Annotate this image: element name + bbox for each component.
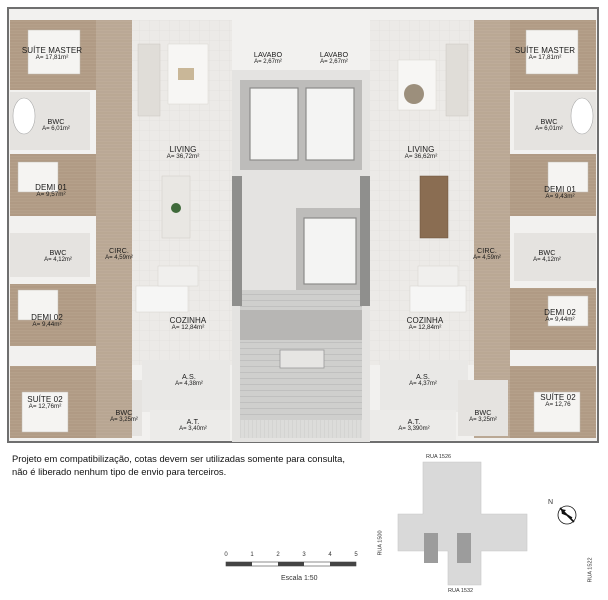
bed-furniture: [17, 29, 589, 433]
bathtub-furniture: [12, 97, 594, 135]
north-arrow-icon: [557, 505, 577, 525]
north-label: N: [548, 499, 554, 506]
disclaimer-line: Projeto em compatibilização, cotas devem…: [12, 453, 345, 464]
right-living-area: [370, 20, 474, 440]
scale-tick: 0: [224, 552, 228, 558]
scale-tick: 3: [302, 552, 306, 558]
street-label: RUA 1526: [426, 454, 452, 460]
street-label: RUA 1522: [587, 557, 594, 583]
street-label: RUA 1500: [377, 530, 384, 556]
scale-caption: Escala 1:50: [281, 575, 318, 582]
scale-tick: 5: [354, 552, 358, 558]
scale-tick: 2: [276, 552, 280, 558]
scale-tick: 4: [328, 552, 332, 558]
disclaimer-note: Projeto em compatibilização, cotas devem…: [12, 453, 345, 478]
scale-bar: [225, 561, 357, 567]
left-living-area: [132, 20, 232, 440]
building-core: [232, 70, 370, 442]
disclaimer-line: não é liberado nenhum tipo de envio para…: [12, 465, 227, 477]
street-label: RUA 1532: [448, 588, 474, 594]
site-plan: [397, 461, 528, 586]
scale-tick: 1: [250, 552, 254, 558]
